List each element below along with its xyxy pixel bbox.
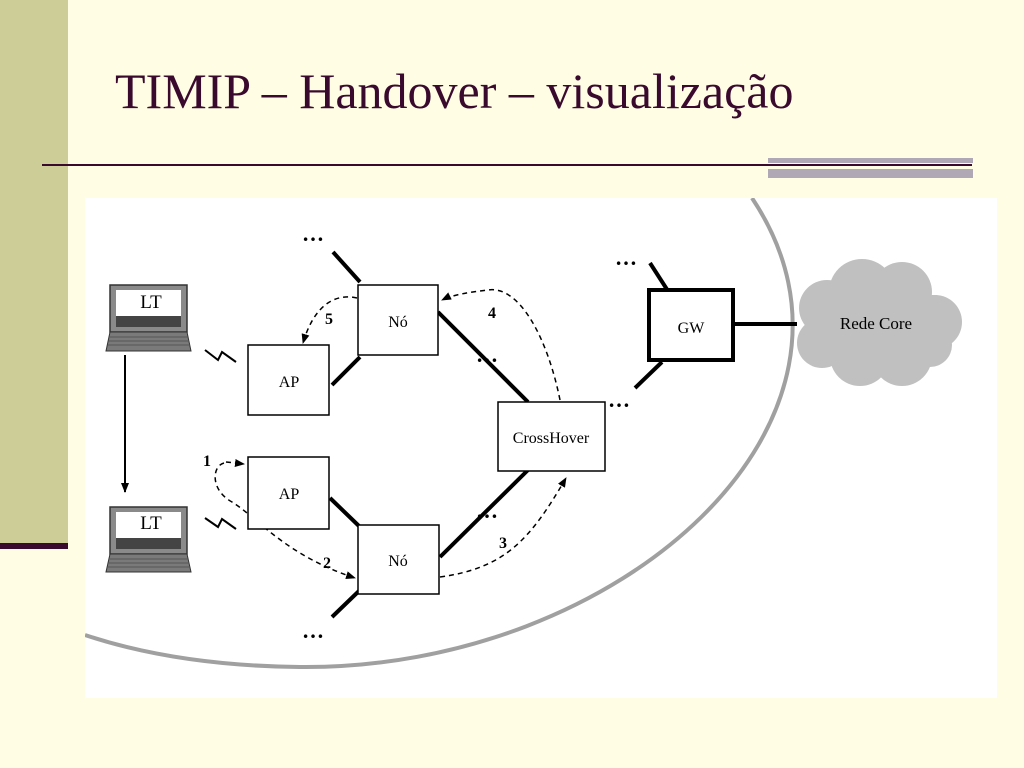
wireless-signal-icon-top <box>204 349 237 363</box>
arrow-step-4 <box>441 289 561 401</box>
crosshover-label: CrossHover <box>513 430 590 447</box>
step-label-3: 3 <box>499 535 507 552</box>
divider-accent-bar-thick <box>768 169 973 178</box>
link-ap-top-node <box>330 355 362 387</box>
wireless-signal-icon-bottom <box>204 517 237 530</box>
ap-label-bottom: AP <box>279 486 300 503</box>
gw-box <box>647 288 735 362</box>
ellipsis-mid-top: … <box>476 342 498 367</box>
arrow-step-3 <box>439 477 567 578</box>
ellipsis-top-node: … <box>302 221 324 246</box>
laptop-icon-top <box>105 284 192 352</box>
ap-label-top: AP <box>279 374 300 391</box>
laptop-icon-bottom <box>105 506 192 573</box>
node-label-top: Nó <box>388 314 408 331</box>
link-top-node-up <box>331 250 362 284</box>
link-gw-crosshover <box>633 360 664 390</box>
step-label-5: 5 <box>325 311 333 328</box>
slide-title: TIMIP – Handover – visualização <box>115 63 794 119</box>
link-ap-bottom-node <box>328 496 362 529</box>
arrow-step-2 <box>214 462 356 579</box>
ellipsis-gw: … <box>615 245 637 270</box>
ellipsis-mid-bottom: … <box>476 498 498 523</box>
node-box-bottom <box>357 524 440 595</box>
diagram-panel: LT LT Nó AP AP Nó CrossHover GW Rede Cor… <box>85 198 997 698</box>
cloud-label: Rede Core <box>840 314 912 333</box>
left-sidebar-bar <box>0 0 68 545</box>
core-network-cloud-icon <box>797 259 962 386</box>
ap-box-top <box>247 344 330 416</box>
node-label-bottom: Nó <box>388 553 408 570</box>
link-node-crosshover <box>436 310 530 404</box>
ellipsis-crosshover: … <box>608 387 630 412</box>
ellipsis-bottom-node: … <box>302 618 324 643</box>
link-crosshover-node-bottom <box>438 468 530 559</box>
network-links <box>328 250 797 619</box>
link-gw-up <box>648 261 670 293</box>
step-label-1: 1 <box>203 453 211 470</box>
laptop-label-top: LT <box>140 292 162 313</box>
sidebar-accent-line <box>0 543 68 549</box>
laptop-label-bottom: LT <box>140 513 162 534</box>
divider-accent-bar <box>768 158 973 163</box>
title-divider <box>42 164 972 166</box>
gw-label: GW <box>678 320 706 337</box>
link-bottom-node-down <box>330 588 362 619</box>
crosshover-box <box>497 401 606 472</box>
arrow-step-1 <box>225 459 245 467</box>
network-boundary-arc <box>85 198 795 670</box>
arrow-step-5 <box>301 296 358 344</box>
step-label-2: 2 <box>323 555 331 572</box>
step-label-4: 4 <box>488 305 496 322</box>
ap-box-bottom <box>247 456 330 530</box>
signalling-arrows <box>214 289 567 579</box>
handover-diagram: LT LT Nó AP AP Nó CrossHover GW Rede Cor… <box>85 198 962 670</box>
node-box-top <box>357 284 439 356</box>
